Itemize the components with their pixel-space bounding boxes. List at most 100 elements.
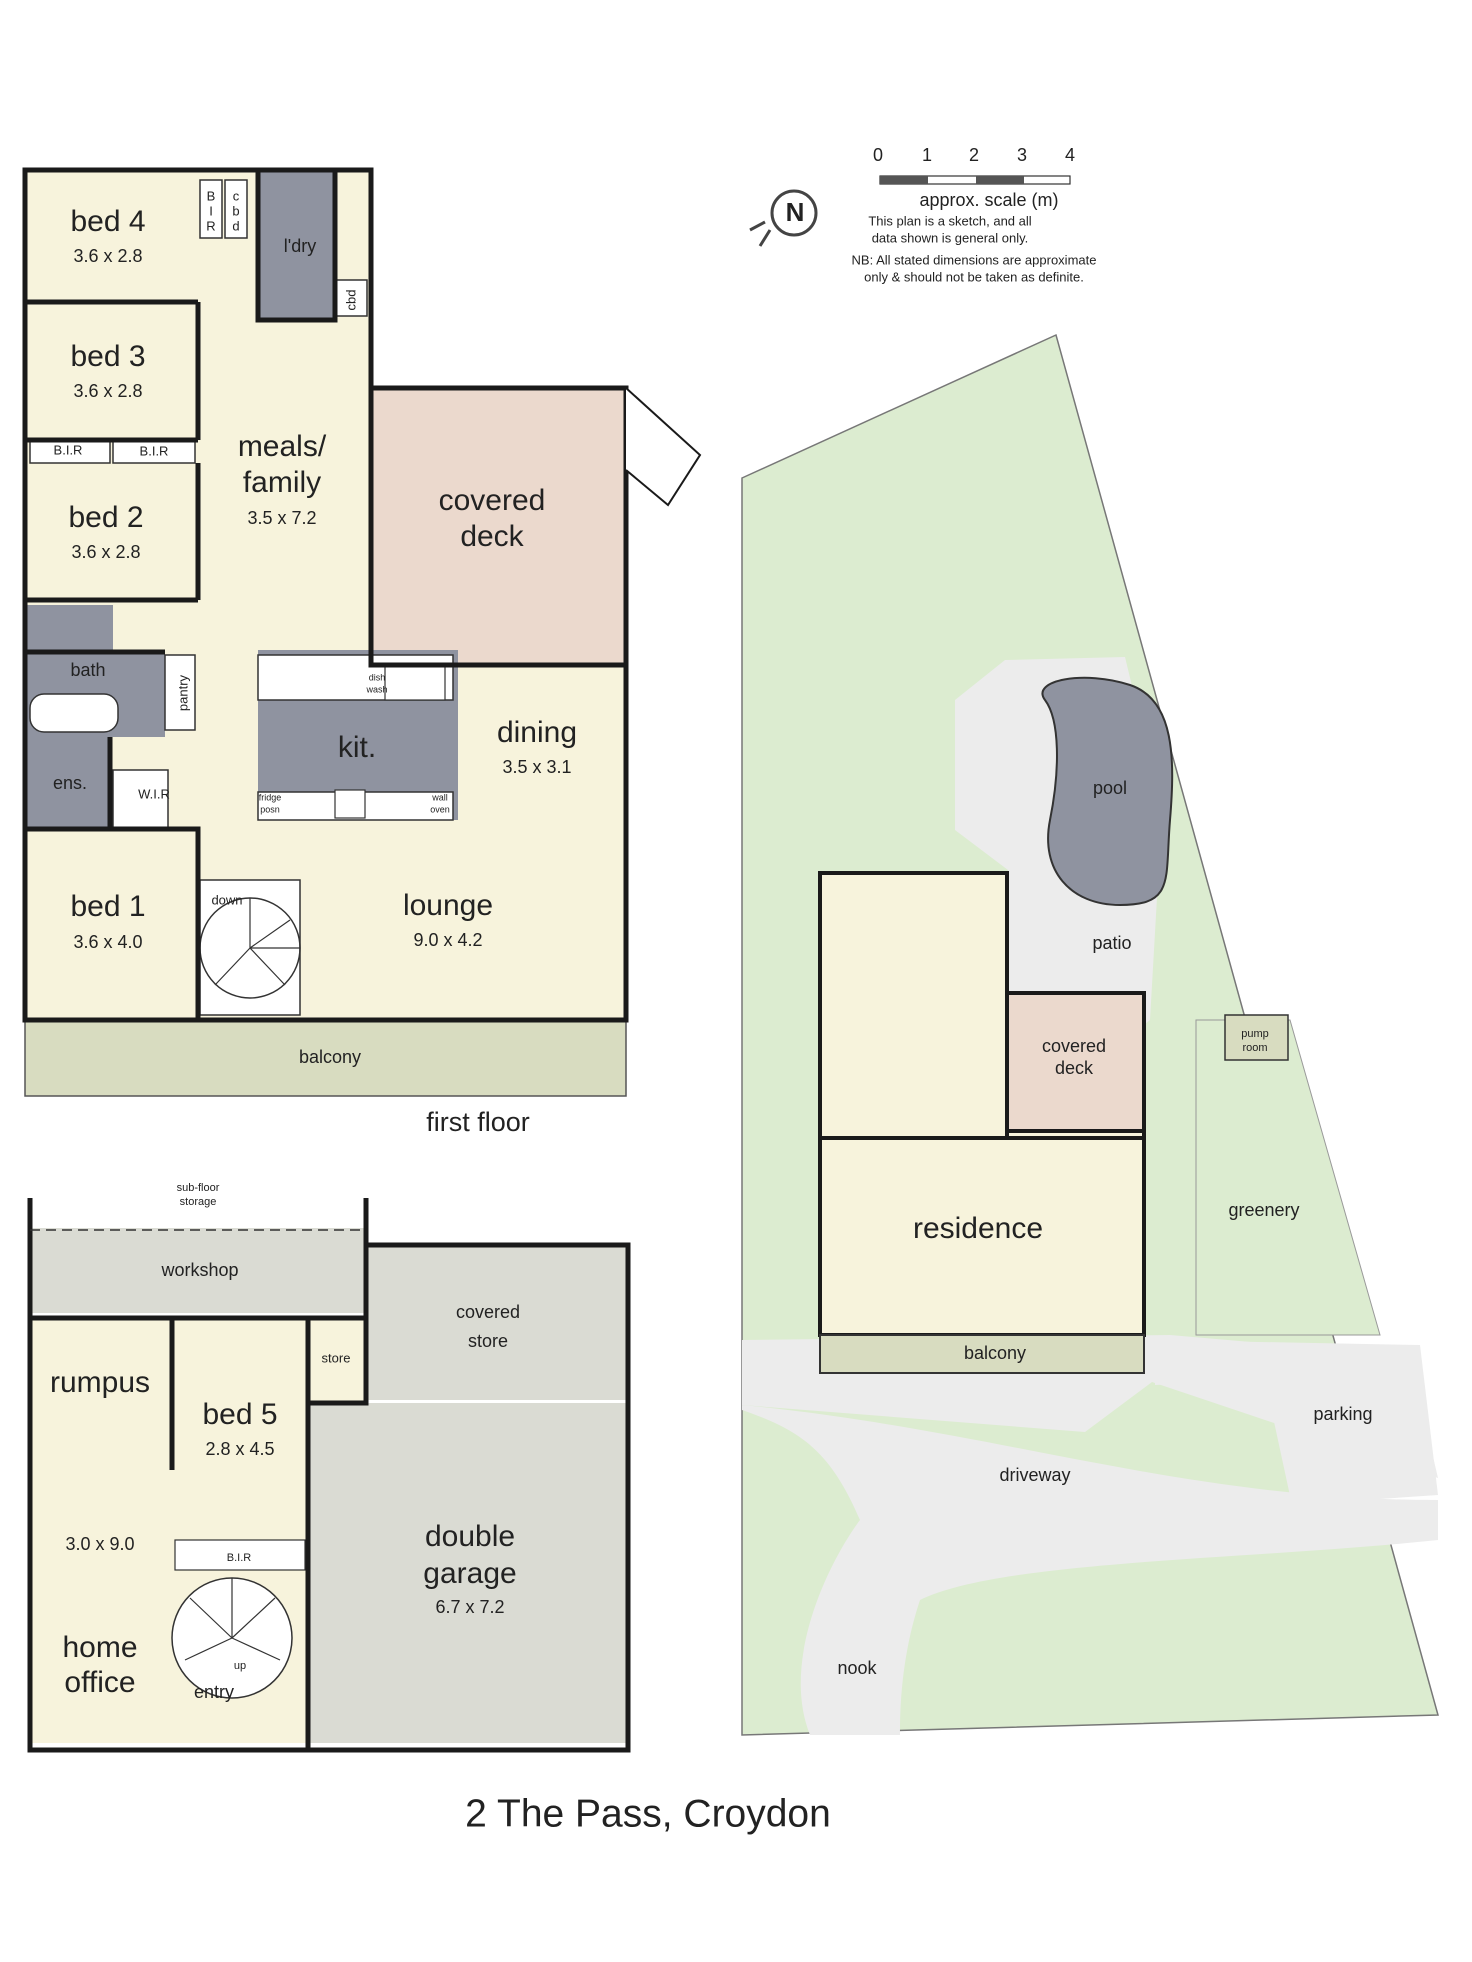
bed1-dim: 3.6 x 4.0: [73, 932, 142, 952]
sink: [384, 664, 446, 701]
garage-label-1: double: [425, 1520, 515, 1553]
subfloor-label-2: storage: [180, 1196, 217, 1208]
subfloor-label-1: sub-floor: [177, 1182, 220, 1194]
bir-bed4: [199, 179, 223, 239]
meals-dim: 3.5 x 7.2: [247, 508, 316, 528]
cbd-laundry: [334, 279, 368, 317]
store-area: [308, 1318, 366, 1403]
greenery-label: greenery: [1228, 1200, 1299, 1220]
pantry-label: pantry: [175, 674, 190, 711]
greenery-area: [1195, 1019, 1381, 1336]
wall-oven-label-1: wall: [431, 792, 448, 802]
scale-note-1: This plan is a sketch, and all: [868, 213, 1031, 228]
north-label: N: [786, 197, 805, 227]
bed3-label: bed 3: [70, 340, 145, 373]
dining-dim: 3.5 x 3.1: [502, 757, 571, 777]
laundry-area: [258, 170, 335, 320]
wall-oven-label-2: oven: [430, 804, 450, 814]
lounge-label: lounge: [403, 889, 493, 922]
site-balcony-label: balcony: [964, 1343, 1026, 1363]
entry-label: entry: [194, 1682, 234, 1702]
pump-room-label-2: room: [1242, 1042, 1267, 1054]
pool-label: pool: [1093, 778, 1127, 798]
bir-vert-i: I: [209, 203, 213, 218]
cooktop: [334, 789, 366, 819]
pool-shape: [1041, 676, 1174, 907]
scale-note-2: data shown is general only.: [872, 230, 1029, 245]
bir-bed5-label: B.I.R: [227, 1552, 252, 1564]
covered-store-label-2: store: [468, 1331, 508, 1351]
covered-store-label-1: covered: [456, 1302, 520, 1322]
site-covered-deck: [1005, 991, 1146, 1133]
scale-tick-1: 1: [922, 145, 932, 165]
bir-bed2-label: B.I.R: [140, 443, 169, 458]
garage-dim: 6.7 x 7.2: [435, 1597, 504, 1617]
site-plan: pool patio covered deck pump room reside…: [741, 333, 1439, 1736]
meals-label-1: meals/: [238, 430, 327, 463]
bed4-label: bed 4: [70, 205, 145, 238]
cbd-vert-d: d: [232, 218, 239, 233]
fridge-label-2: posn: [260, 804, 280, 814]
store-label: store: [322, 1350, 351, 1365]
pump-room: [1224, 1014, 1289, 1061]
laundry-label: l'dry: [284, 236, 316, 256]
bir-vert-r: R: [206, 218, 215, 233]
parking-area: [1155, 1340, 1438, 1505]
driveway-label: driveway: [999, 1465, 1070, 1485]
patio-label: patio: [1092, 933, 1131, 953]
scale-block: 0 1 2 3 4 approx. scale (m) This plan is…: [749, 145, 1097, 284]
ground-floor-plan: sub-floor storage workshop covered store…: [27, 1182, 631, 1753]
wir-label: W.I.R: [138, 786, 170, 801]
cbd-hall: [224, 179, 248, 239]
covered-deck-area: [371, 388, 626, 665]
nook-label: nook: [837, 1658, 877, 1678]
bir-bed3-label: B.I.R: [54, 442, 83, 457]
covered-deck-label-2: deck: [460, 520, 524, 553]
kitchen-label: kit.: [338, 731, 376, 764]
ensuite-area: [25, 737, 110, 829]
covered-deck-label-1: covered: [439, 484, 546, 517]
parking-label: parking: [1313, 1404, 1372, 1424]
garage-label-2: garage: [423, 1557, 516, 1590]
rumpus-label: rumpus: [50, 1366, 150, 1399]
scale-tick-0: 0: [873, 145, 883, 165]
home-office-label-2: office: [64, 1666, 135, 1699]
bed2-label: bed 2: [68, 501, 143, 534]
scale-tick-4: 4: [1065, 145, 1075, 165]
meals-label-2: family: [243, 466, 321, 499]
first-floor-balcony-label: balcony: [299, 1047, 361, 1067]
dining-label: dining: [497, 716, 577, 749]
cbd-vert-b: b: [232, 203, 239, 218]
bathtub: [29, 693, 119, 733]
scale-note-3: NB: All stated dimensions are approximat…: [852, 252, 1097, 267]
bir-bed5: [174, 1539, 306, 1571]
bed2-dim: 3.6 x 2.8: [71, 542, 140, 562]
fridge-label-1: fridge: [259, 792, 282, 802]
bed4-dim: 3.6 x 2.8: [73, 246, 142, 266]
first-floor-plan: bed 4 3.6 x 2.8 bed 3 3.6 x 2.8 bed 2 3.…: [22, 167, 702, 1137]
north-arrow-icon: [770, 189, 818, 237]
wir-area: [112, 769, 169, 831]
stair-up-label: up: [234, 1660, 246, 1672]
bed1-label: bed 1: [70, 890, 145, 923]
workshop-label: workshop: [160, 1260, 238, 1280]
first-floor-heading: first floor: [426, 1107, 530, 1137]
cbd-laundry-label: cbd: [343, 290, 358, 311]
bed5-label: bed 5: [202, 1398, 277, 1431]
ens-label: ens.: [53, 773, 87, 793]
toilet-area: [25, 605, 113, 650]
scale-tick-3: 3: [1017, 145, 1027, 165]
bed3-dim: 3.6 x 2.8: [73, 381, 142, 401]
residence-label: residence: [913, 1212, 1043, 1245]
lounge-dim: 9.0 x 4.2: [413, 930, 482, 950]
stair-down-label: down: [211, 892, 242, 907]
balcony-area: [24, 1019, 627, 1097]
garage-area: [308, 1403, 628, 1743]
bath-label: bath: [70, 660, 105, 680]
scale-tick-2: 2: [969, 145, 979, 165]
cbd-vert-c: c: [233, 188, 240, 203]
pantry-cupboard: [164, 654, 196, 731]
scale-label: approx. scale (m): [919, 190, 1058, 210]
site-deck-label-1: covered: [1042, 1036, 1106, 1056]
